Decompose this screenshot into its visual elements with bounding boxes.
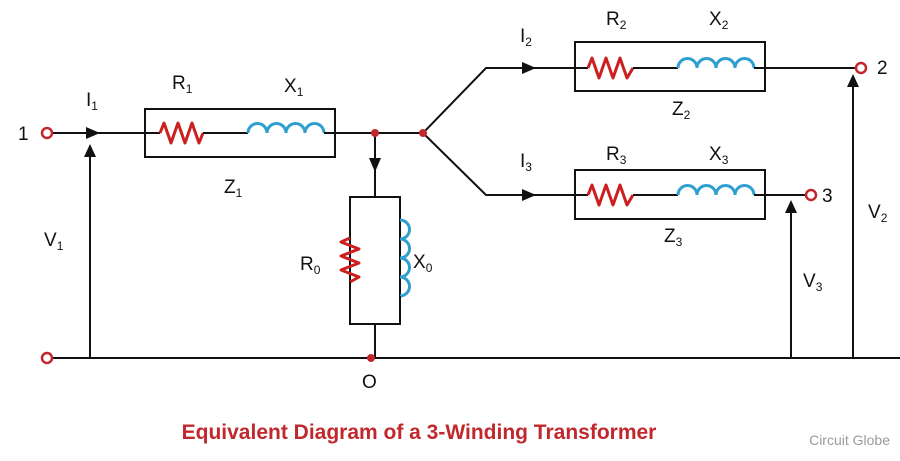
terminal-2-circle	[854, 61, 868, 75]
shunt-box	[349, 196, 401, 325]
voltage-arrow-v2-head	[847, 74, 859, 87]
resistor-r1	[158, 121, 205, 145]
z1-label: Z1	[224, 177, 243, 200]
terminal-3-circle	[804, 188, 818, 202]
current-i2-label: I2	[520, 26, 532, 49]
junction-common	[367, 354, 375, 362]
terminal-common-left-circle	[40, 351, 54, 365]
diagram-caption: Equivalent Diagram of a 3-Winding Transf…	[182, 421, 657, 444]
x2-label: X2	[709, 9, 729, 32]
terminal-1-label: 1	[18, 124, 29, 145]
arrow-i2	[522, 62, 536, 74]
z2-label: Z2	[672, 99, 691, 122]
x3-label: X3	[709, 144, 729, 167]
current-i3-label: I3	[520, 151, 532, 174]
v2-label: V2	[868, 202, 888, 225]
terminal-common-label: O	[362, 372, 377, 393]
x0-label: X0	[413, 252, 433, 275]
v3-label: V3	[803, 271, 823, 294]
wires	[53, 67, 900, 359]
resistor-r2	[586, 56, 635, 80]
inductor-x3	[676, 184, 756, 196]
arrow-i1	[86, 127, 100, 139]
terminal-1-circle	[40, 126, 54, 140]
r0-label: R0	[300, 254, 321, 277]
current-i1-label: I1	[86, 90, 98, 113]
arrow-i3	[522, 189, 536, 201]
resistor-r0	[339, 236, 361, 284]
z2-box	[574, 41, 766, 92]
wire-branch-tertiary	[422, 132, 575, 196]
arrow-shunt	[369, 158, 381, 172]
r3-label: R3	[606, 144, 627, 167]
inductor-x0	[399, 218, 411, 298]
wire-branch-secondary	[422, 67, 575, 134]
v1-label: V1	[44, 230, 64, 253]
junction-shunt-top	[371, 129, 379, 137]
resistor-r3	[586, 183, 635, 207]
inductor-x1	[246, 122, 326, 134]
terminal-2-label: 2	[877, 58, 888, 79]
x1-label: X1	[284, 76, 304, 99]
voltage-arrow-v1-head	[84, 144, 96, 157]
inductor-x2	[676, 57, 756, 69]
r1-label: R1	[172, 73, 193, 96]
r2-label: R2	[606, 9, 627, 32]
terminal-3-label: 3	[822, 186, 833, 207]
z3-label: Z3	[664, 226, 683, 249]
junction-branch	[419, 129, 427, 137]
voltage-arrow-v3-head	[785, 200, 797, 213]
brand-watermark: Circuit Globe	[809, 432, 890, 448]
